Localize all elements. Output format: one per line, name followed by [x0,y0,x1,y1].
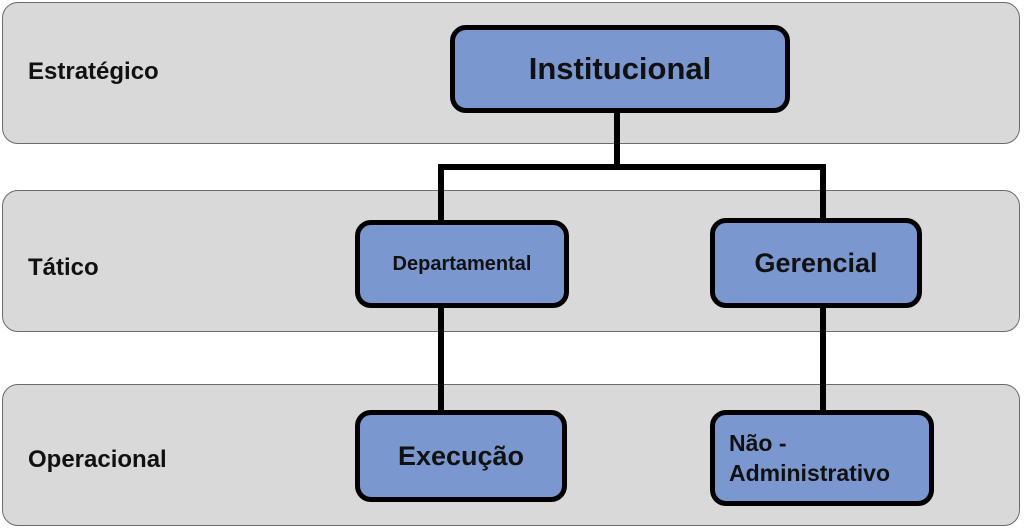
node-execution: Execução [355,410,567,502]
node-non-administrative: Não - Administrativo [710,410,934,506]
band-label-strategic: Estratégico [28,58,159,85]
node-managerial: Gerencial [710,218,922,308]
band-label-operational: Operacional [28,446,167,473]
band-label-tactical: Tático [28,254,99,281]
node-departmental: Departamental [355,220,569,308]
node-institutional: Institucional [450,25,790,113]
